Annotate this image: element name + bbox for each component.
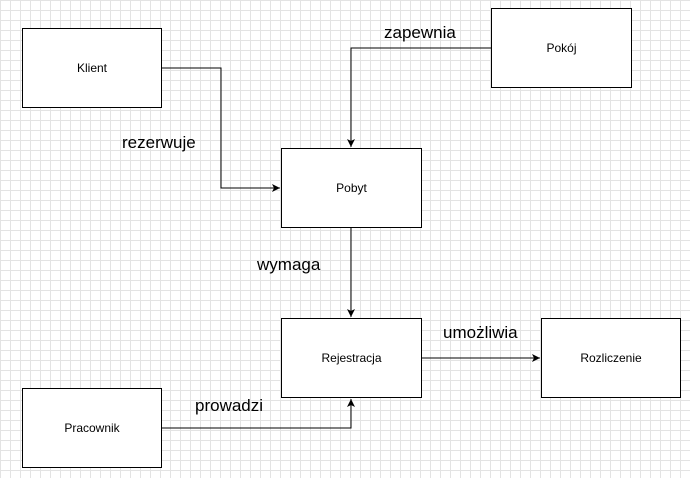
node-klient[interactable]: Klient — [22, 28, 162, 108]
edge-label-umozliwia: umożliwia — [443, 323, 518, 342]
node-klient-label: Klient — [76, 61, 108, 75]
edge-label-zapewnia: zapewnia — [384, 23, 456, 42]
node-rozliczenie-label: Rozliczenie — [580, 351, 642, 365]
edge-label-rezerwuje: rezerwuje — [122, 133, 196, 152]
node-rejestracja[interactable]: Rejestracja — [281, 318, 422, 398]
edge-label-wymaga: wymaga — [257, 255, 321, 274]
edge-pokoj-pobyt[interactable] — [347, 47, 491, 147]
node-rozliczenie[interactable]: Rozliczenie — [541, 318, 681, 398]
node-pokoj[interactable]: Pokój — [491, 8, 632, 88]
node-pobyt[interactable]: Pobyt — [281, 148, 422, 228]
edge-klient-pobyt[interactable] — [162, 67, 280, 192]
edge-pracownik-rejestracja[interactable] — [162, 399, 355, 429]
node-pobyt-label: Pobyt — [336, 181, 367, 195]
node-pracownik-label: Pracownik — [64, 421, 120, 435]
node-pracownik[interactable]: Pracownik — [22, 388, 162, 468]
node-rejestracja-label: Rejestracja — [321, 351, 382, 365]
node-pokoj-label: Pokój — [546, 41, 577, 55]
edge-label-prowadzi: prowadzi — [195, 396, 264, 415]
